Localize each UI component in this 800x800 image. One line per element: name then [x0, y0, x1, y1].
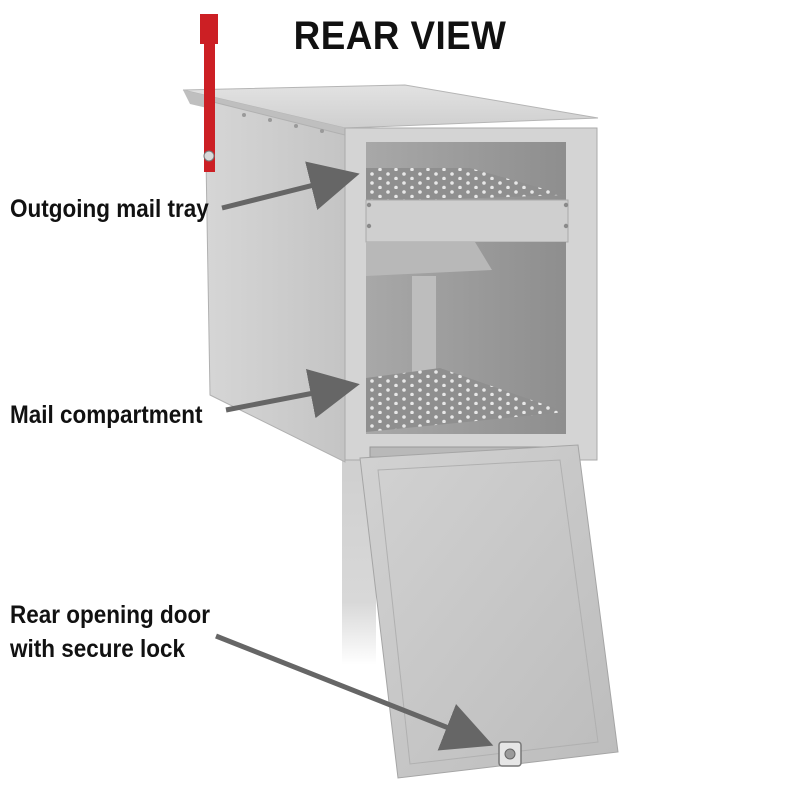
- rear-door: [359, 444, 619, 779]
- arrow-mail-compartment: [225, 369, 360, 419]
- mailbox-flag-icon: [200, 14, 218, 172]
- callout-rear-door-line1: Rear opening door: [10, 601, 211, 629]
- compartment-floor-perforated: [366, 368, 566, 432]
- rear-door-inset: [377, 459, 599, 765]
- diagram-title: REAR VIEW: [293, 14, 507, 58]
- callout-outgoing-mail-tray: Outgoing mail tray: [10, 195, 209, 223]
- tray-front-panel: [365, 199, 569, 243]
- callout-mail-compartment: Mail compartment: [10, 401, 203, 429]
- arrow-outgoing-tray: [221, 161, 360, 211]
- interior-divider: [412, 276, 436, 380]
- side-rivets: [242, 113, 324, 133]
- callout-rear-door: Rear opening door with secure lock: [10, 598, 210, 666]
- arrow-rear-door-lock: [215, 633, 494, 751]
- callout-rear-door-line2: with secure lock: [10, 635, 186, 663]
- interior-baffle: [366, 242, 492, 276]
- lock-icon: [498, 741, 522, 767]
- outgoing-tray-perforated: [366, 168, 566, 202]
